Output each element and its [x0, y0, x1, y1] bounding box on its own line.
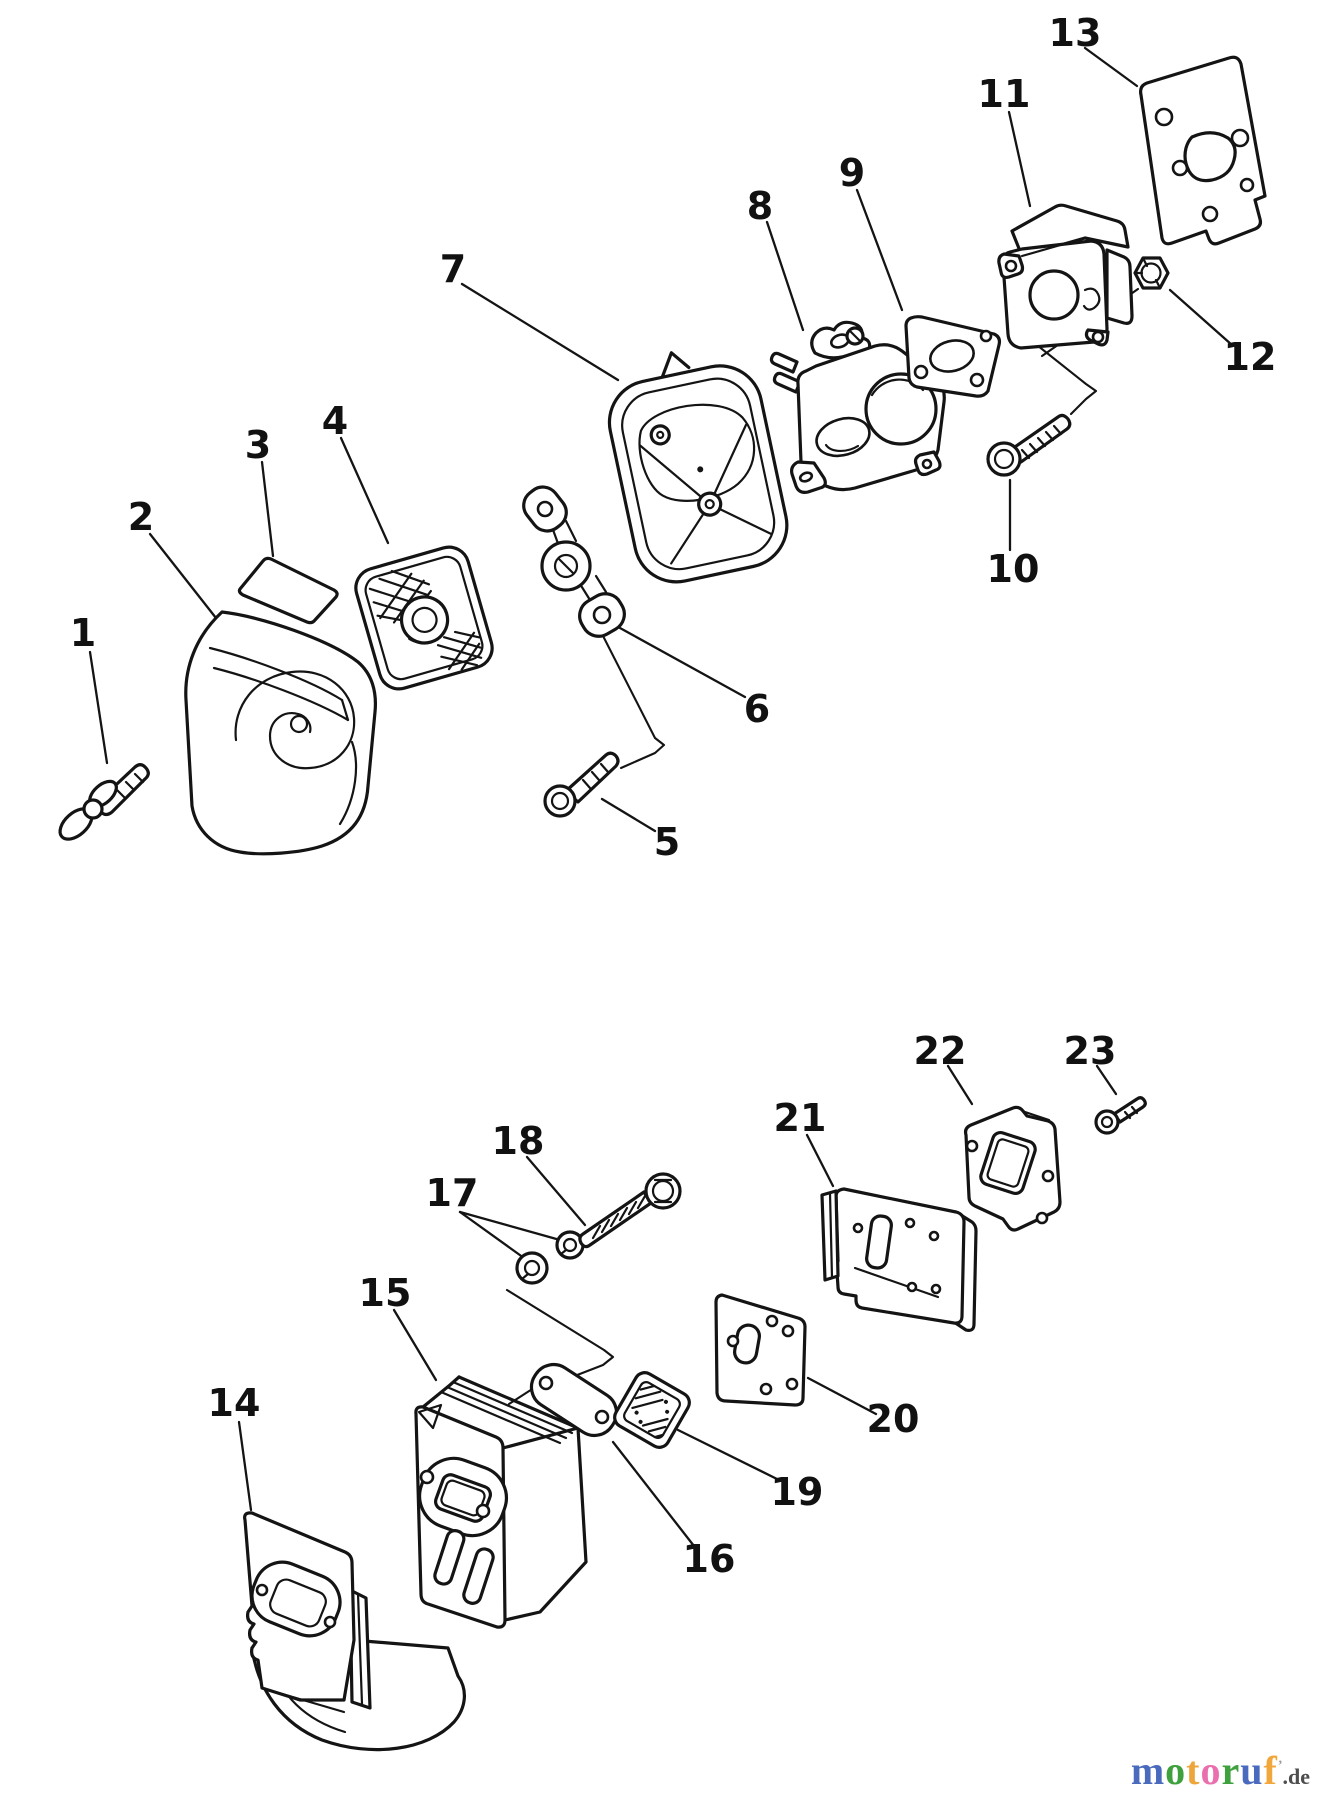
logo-letter: o [1200, 1748, 1222, 1793]
logo-letter: t [1186, 1748, 1201, 1793]
motoruf-logo: motoruf’.de [1131, 1747, 1310, 1794]
part-12-flange-nut [1133, 256, 1170, 290]
part-23-screw [1094, 1096, 1147, 1135]
part-7-air-cleaner-base [607, 351, 789, 584]
logo-trademark-tick: ’ [1277, 1758, 1283, 1774]
callout-label-16: 16 [683, 1537, 736, 1581]
logo-letter: o [1165, 1748, 1187, 1793]
callout-label-22: 22 [914, 1029, 967, 1073]
callout-label-21: 21 [774, 1096, 827, 1140]
callout-label-15: 15 [359, 1271, 412, 1315]
part-1-wing-bolt [58, 763, 150, 841]
part-15-muffler [414, 1375, 588, 1629]
callout-label-23: 23 [1064, 1029, 1117, 1073]
callout-label-7: 7 [440, 247, 466, 291]
callout-label-11: 11 [978, 72, 1031, 116]
callout-label-8: 8 [747, 184, 773, 228]
part-9-carburetor-gasket [904, 315, 1002, 398]
part-2-air-cleaner-cover [184, 610, 378, 856]
part-22-exhaust-gasket [963, 1105, 1062, 1232]
callout-label-14: 14 [208, 1381, 261, 1425]
logo-letter: m [1130, 1748, 1166, 1793]
callout-label-12: 12 [1224, 335, 1277, 379]
callout-label-3: 3 [245, 423, 271, 467]
part-13-intake-gasket-plate [1139, 55, 1267, 246]
logo-suffix: .de [1282, 1764, 1311, 1789]
part-11-intake-insulator [997, 203, 1134, 350]
callout-label-9: 9 [839, 151, 865, 195]
logo-letter: f [1263, 1748, 1278, 1793]
callout-label-20: 20 [867, 1397, 920, 1441]
part-17-lock-washers [515, 1230, 585, 1285]
part-10-long-bolt [986, 413, 1072, 477]
part-6-filter-bracket [522, 485, 626, 638]
logo-letter: r [1221, 1748, 1241, 1793]
leader-lines [88, 46, 1234, 1548]
part-3-label-sticker [237, 556, 339, 625]
logo-letter: u [1240, 1748, 1264, 1793]
part-14-muffler-guard [243, 1511, 466, 1752]
callout-label-19: 19 [771, 1470, 824, 1514]
part-4-air-filter-element [354, 545, 494, 691]
part-20-muffler-gasket [714, 1293, 807, 1407]
callout-label-10: 10 [987, 547, 1040, 591]
callout-label-2: 2 [128, 495, 154, 539]
part-8-carburetor [769, 320, 946, 494]
callout-label-6: 6 [744, 687, 770, 731]
callout-labels: 1 2 3 4 5 6 7 8 9 10 11 12 13 14 15 16 1… [70, 11, 1277, 1581]
callout-label-5: 5 [654, 820, 680, 864]
part-18-muffler-bolt [578, 1172, 682, 1249]
part-16-muffler-cover-plate [529, 1362, 619, 1438]
part-19-spark-arrestor-screen [613, 1371, 691, 1449]
mesh-patch-bottom [436, 630, 483, 671]
callout-label-18: 18 [492, 1119, 545, 1163]
callout-label-1: 1 [70, 611, 96, 655]
callout-label-17: 17 [426, 1171, 479, 1215]
part-5-flange-bolt [543, 751, 620, 818]
callout-label-4: 4 [322, 399, 348, 443]
part-21-muffler-bracket [820, 1187, 978, 1332]
callout-label-13: 13 [1049, 11, 1102, 55]
